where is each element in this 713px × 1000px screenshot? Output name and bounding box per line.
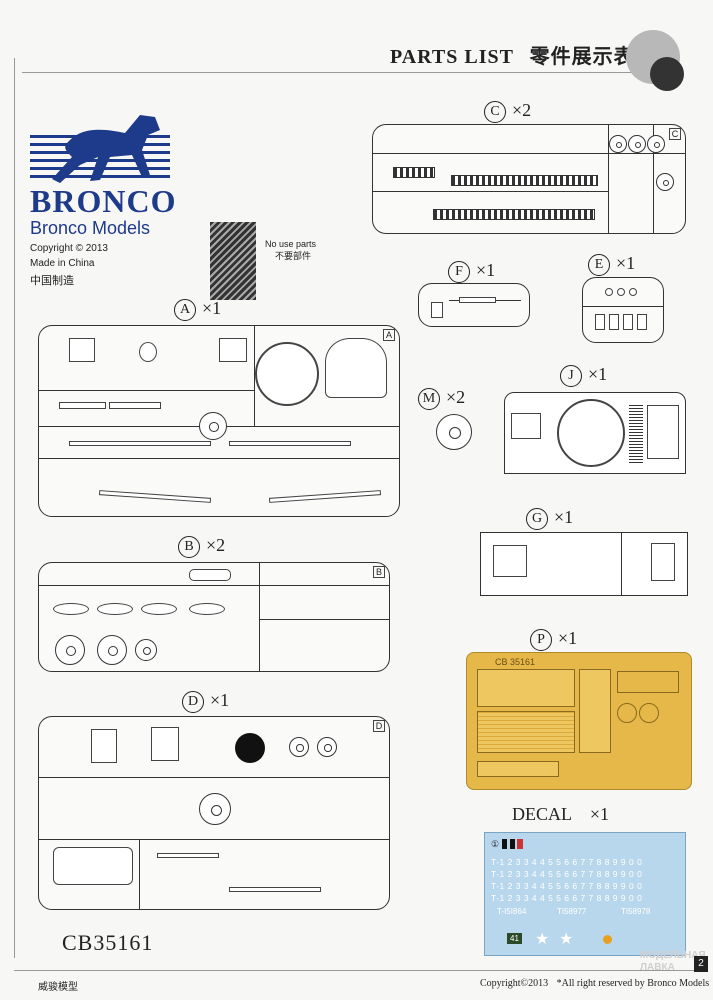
sprue-d-tag: D ×1	[182, 690, 229, 713]
sprue-c-track-2	[433, 209, 595, 220]
sprue-g-qty: ×1	[554, 507, 574, 527]
sprue-c-track-1	[451, 175, 598, 186]
decal-row-4: T-1 2 3 3 4 4 5 5 6 6 7 7 8 8 9 9 0 0	[491, 893, 643, 903]
page-title: PARTS LIST 零件展示表:	[390, 40, 642, 69]
footer-watermark: МОДЕЛЬНАЯ ЛАВКА	[640, 950, 706, 973]
sprue-f-frame	[418, 283, 530, 327]
sprue-d-qty: ×1	[210, 690, 230, 710]
header-rule	[22, 72, 634, 73]
decal-row-2: T-1 2 3 3 4 4 5 5 6 6 7 7 8 8 9 9 0 0	[491, 869, 643, 879]
no-use-swatch	[210, 222, 256, 300]
star-icon: ★	[559, 931, 574, 948]
sprue-e-frame	[582, 277, 664, 343]
decal-code-1: T-I5I864	[497, 907, 527, 916]
sprue-c-qty: ×2	[512, 100, 532, 120]
decal-tag: DECAL ×1	[512, 804, 609, 825]
sprue-g-hull-floor	[480, 532, 688, 596]
page-title-en: PARTS LIST	[390, 46, 514, 68]
sprue-a-qty: ×1	[202, 298, 222, 318]
sprue-b-tag: B ×2	[178, 535, 225, 558]
decal-label: DECAL	[512, 804, 572, 824]
sprue-g-letter: G	[526, 507, 548, 530]
sprue-c-track-3	[393, 167, 435, 178]
left-margin-line	[14, 58, 15, 958]
star-icon: ★	[535, 931, 550, 948]
no-use-label: No use parts 不要部件	[265, 238, 316, 262]
page-number: 2	[694, 956, 708, 972]
brand-made-in: Made in China	[30, 258, 95, 269]
sprue-d-letter: D	[182, 690, 204, 713]
decal-orange-dot	[603, 935, 612, 944]
sprue-m-tag: M ×2	[418, 387, 465, 410]
sprue-b-qty: ×2	[206, 535, 226, 555]
decal-code-2: TI58977	[557, 907, 587, 916]
sprue-g-tag: G ×1	[526, 507, 573, 530]
footer-copyright-year: Copyright©2013	[480, 978, 549, 989]
sprue-b-frame: B	[38, 562, 390, 672]
no-use-en: No use parts	[265, 239, 317, 249]
page-title-cn: 零件展示表:	[529, 46, 643, 68]
sprue-a-frame: A	[38, 325, 400, 517]
no-use-cn: 不要部件	[275, 251, 312, 261]
decal-row-1: T-1 2 3 3 4 4 5 5 6 6 7 7 8 8 9 9 0 0	[491, 857, 643, 867]
footer-copyright: Copyright©2013 *All right reserved by Br…	[480, 978, 709, 989]
sprue-a-turret-ring	[255, 342, 319, 406]
footer-rule	[14, 970, 704, 971]
sprue-a-hull-top	[325, 338, 387, 398]
brand-logo	[30, 95, 170, 215]
decal-badge: 41	[507, 933, 522, 944]
brand-subtitle: Bronco Models	[30, 218, 151, 238]
sprue-j-letter: J	[560, 364, 582, 387]
footer-rights: *All right reserved by Bronco Models	[556, 978, 710, 989]
sprue-p-tag: P ×1	[530, 628, 577, 651]
sprue-e-letter: E	[588, 253, 610, 276]
decal-row-3: T-1 2 3 3 4 4 5 5 6 6 7 7 8 8 9 9 0 0	[491, 881, 643, 891]
sprue-j-tag: J ×1	[560, 364, 607, 387]
sprue-p-letter: P	[530, 628, 552, 651]
sprue-m-letter: M	[418, 387, 440, 410]
sprue-f-letter: F	[448, 260, 470, 283]
decal-qty: ×1	[589, 804, 609, 824]
sprue-a-tag: A ×1	[174, 298, 221, 321]
brand-name: BRONCO	[30, 183, 177, 219]
sprue-p-qty: ×1	[558, 628, 578, 648]
brand-copyright: Copyright © 2013	[30, 243, 108, 254]
header-circle-dark	[650, 57, 684, 91]
sprue-b-letter: B	[178, 535, 200, 558]
sprue-d-frame: D	[38, 716, 390, 910]
sprue-c-frame: C	[372, 124, 686, 234]
horse-logo-icon	[30, 115, 170, 183]
brand-made-in-cn: 中国制造	[30, 275, 74, 287]
sprue-j-qty: ×1	[588, 364, 608, 384]
sprue-f-qty: ×1	[476, 260, 496, 280]
sprue-c-letter: C	[484, 100, 506, 123]
sprue-p-code: CB 35161	[495, 657, 536, 667]
sprue-c-tag: C ×2	[484, 100, 531, 123]
kit-code: CB35161	[62, 930, 154, 955]
sprue-j-hull	[504, 392, 686, 474]
sprue-d-black-disc	[235, 733, 265, 763]
sprue-e-tag: E ×1	[588, 253, 635, 276]
decal-code-3: TI58978	[621, 907, 651, 916]
decal-sheet: ① ■ ■ ■ T-1 2 3 3 4 4 5 5 6 6 7 7 8 8 9 …	[484, 832, 686, 956]
sprue-m-wheel	[436, 414, 472, 450]
footer-left: 威骏模型	[38, 982, 78, 993]
sprue-f-tag: F ×1	[448, 260, 495, 283]
sprue-p-fret: CB 35161	[466, 652, 692, 790]
sprue-m-qty: ×2	[446, 387, 466, 407]
sprue-e-qty: ×1	[616, 253, 636, 273]
sprue-a-letter: A	[174, 298, 196, 321]
